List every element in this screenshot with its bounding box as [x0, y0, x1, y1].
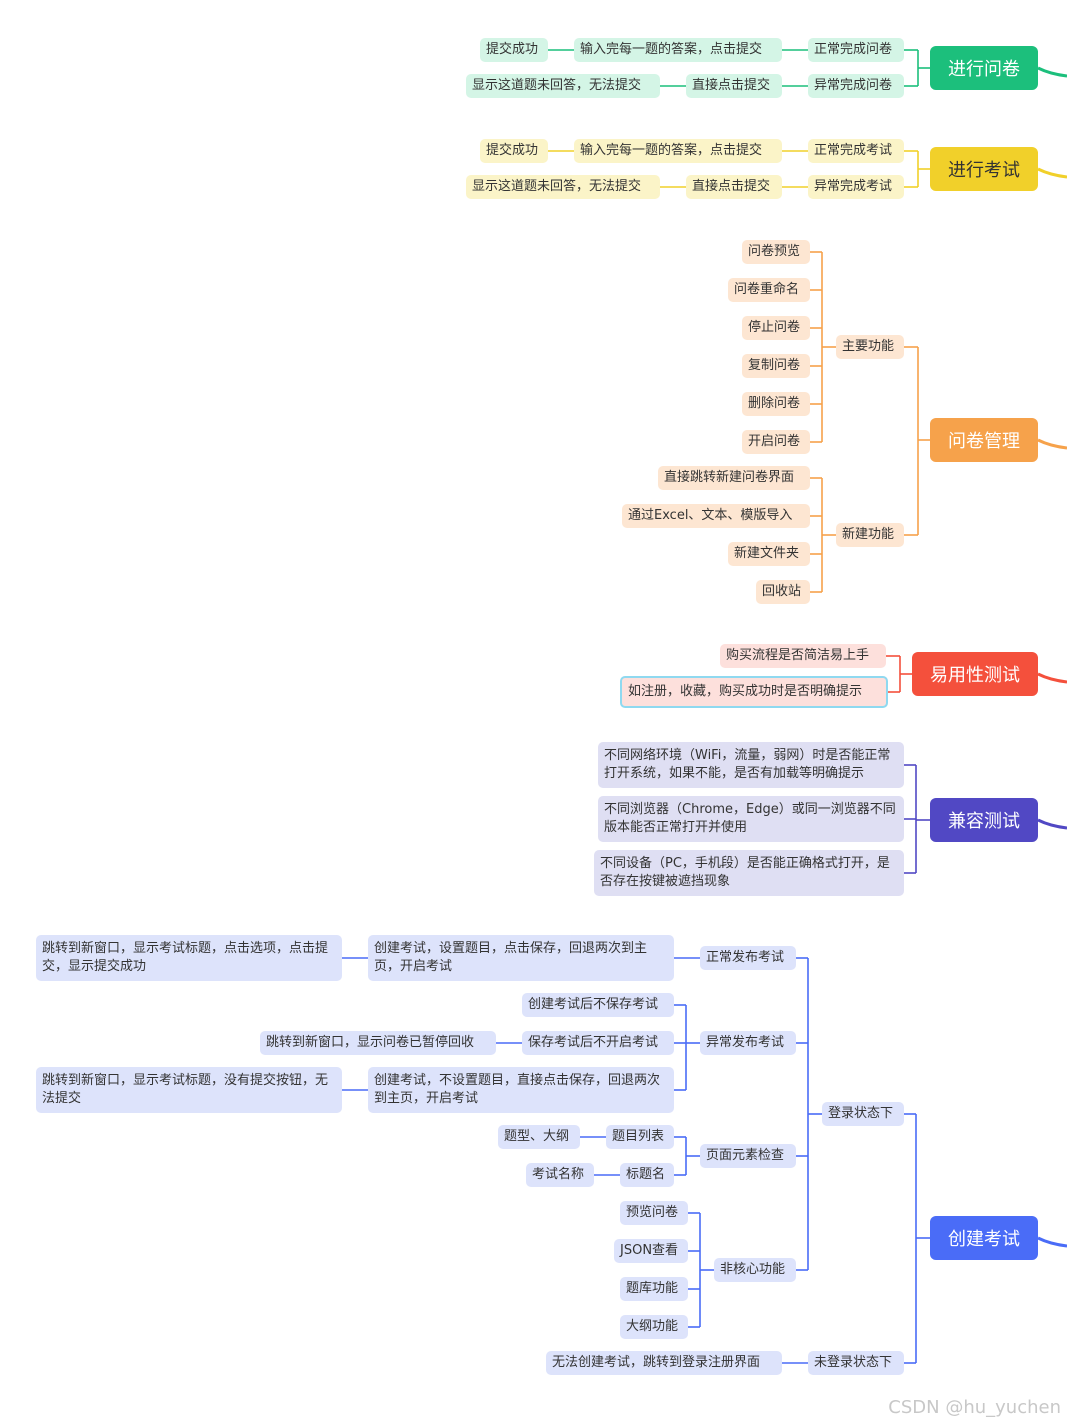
branch-tail — [1037, 1236, 1067, 1248]
node-e-normal-step[interactable]: 输入完每一题的答案，点击提交 — [574, 139, 782, 163]
main-item-1[interactable]: 问卷重命名 — [728, 278, 810, 302]
node-q-abnormal-result[interactable]: 显示这道题未回答，无法提交 — [466, 74, 660, 98]
new-item-1[interactable]: 通过Excel、文本、模版导入 — [622, 504, 810, 528]
new-item-0[interactable]: 直接跳转新建问卷界面 — [658, 466, 810, 490]
node-e-normal-result[interactable]: 提交成功 — [480, 139, 548, 163]
node-new-functions[interactable]: 新建功能 — [836, 523, 904, 547]
csdn-watermark: CSDN @hu_yuchen — [888, 1397, 1061, 1418]
branch-tail — [1037, 672, 1067, 684]
page-element-0[interactable]: 题目列表 — [606, 1125, 674, 1149]
branch-tail — [1037, 438, 1067, 450]
branch-tail — [1037, 66, 1067, 78]
node-normal-publish[interactable]: 正常发布考试 — [700, 946, 796, 970]
noncore-item-1[interactable]: JSON查看 — [614, 1239, 688, 1263]
noncore-item-3[interactable]: 大纲功能 — [620, 1315, 688, 1339]
node-q-normal-step[interactable]: 输入完每一题的答案，点击提交 — [574, 38, 782, 62]
noncore-item-2[interactable]: 题库功能 — [620, 1277, 688, 1301]
new-item-2[interactable]: 新建文件夹 — [728, 542, 810, 566]
usability-item-0[interactable]: 购买流程是否简洁易上手 — [720, 644, 886, 668]
node-q-normal-result[interactable]: 提交成功 — [480, 38, 548, 62]
root-compat[interactable]: 兼容测试 — [930, 798, 1038, 842]
normal-result[interactable]: 跳转到新窗口，显示考试标题，点击选项，点击提交，显示提交成功 — [36, 935, 342, 981]
abnormal-case-1[interactable]: 保存考试后不开启考试 — [522, 1031, 674, 1055]
noncore-item-0[interactable]: 预览问卷 — [620, 1201, 688, 1225]
node-q-normal[interactable]: 正常完成问卷 — [808, 38, 904, 62]
node-q-abnormal[interactable]: 异常完成问卷 — [808, 74, 904, 98]
compat-item-1[interactable]: 不同浏览器（Chrome，Edge）或同一浏览器不同版本能否正常打开并使用 — [598, 796, 904, 842]
abnormal-case-1-result[interactable]: 跳转到新窗口，显示问卷已暂停回收 — [260, 1031, 496, 1055]
node-e-normal[interactable]: 正常完成考试 — [808, 139, 904, 163]
abnormal-case-2-result[interactable]: 跳转到新窗口，显示考试标题，没有提交按钮，无法提交 — [36, 1067, 342, 1113]
abnormal-case-0[interactable]: 创建考试后不保存考试 — [522, 993, 674, 1017]
abnormal-case-2[interactable]: 创建考试，不设置题目，直接点击保存，回退两次到主页，开启考试 — [368, 1067, 674, 1113]
not-logged-in-result[interactable]: 无法创建考试，跳转到登录注册界面 — [546, 1351, 782, 1375]
root-manage[interactable]: 问卷管理 — [930, 418, 1038, 462]
root-questionnaire[interactable]: 进行问卷 — [930, 46, 1038, 90]
root-exam[interactable]: 进行考试 — [930, 147, 1038, 191]
node-logged-in[interactable]: 登录状态下 — [822, 1102, 904, 1126]
root-create-exam[interactable]: 创建考试 — [930, 1216, 1038, 1260]
node-main-functions[interactable]: 主要功能 — [836, 335, 904, 359]
compat-item-2[interactable]: 不同设备（PC，手机段）是否能正确格式打开，是否存在按键被遮挡现象 — [594, 850, 904, 896]
compat-item-0[interactable]: 不同网络环境（WiFi，流量，弱网）时是否能正常打开系统，如果不能，是否有加载等… — [598, 742, 904, 788]
new-item-3[interactable]: 回收站 — [756, 580, 810, 604]
normal-step[interactable]: 创建考试，设置题目，点击保存，回退两次到主页，开启考试 — [368, 935, 674, 981]
root-usability[interactable]: 易用性测试 — [912, 652, 1038, 696]
main-item-4[interactable]: 删除问卷 — [742, 392, 810, 416]
page-element-1-detail[interactable]: 考试名称 — [526, 1163, 594, 1187]
branch-tail — [1037, 818, 1067, 830]
main-item-2[interactable]: 停止问卷 — [742, 316, 810, 340]
node-not-logged-in[interactable]: 未登录状态下 — [808, 1351, 904, 1375]
page-element-0-detail[interactable]: 题型、大纲 — [498, 1125, 580, 1149]
main-item-5[interactable]: 开启问卷 — [742, 430, 810, 454]
page-element-1[interactable]: 标题名 — [620, 1163, 674, 1187]
node-page-elements[interactable]: 页面元素检查 — [700, 1144, 796, 1168]
node-e-abnormal-step[interactable]: 直接点击提交 — [686, 175, 782, 199]
node-e-abnormal[interactable]: 异常完成考试 — [808, 175, 904, 199]
node-noncore[interactable]: 非核心功能 — [714, 1258, 796, 1282]
main-item-3[interactable]: 复制问卷 — [742, 354, 810, 378]
usability-item-1[interactable]: 如注册，收藏，购买成功时是否明确提示 — [620, 676, 888, 708]
node-abnormal-publish[interactable]: 异常发布考试 — [700, 1031, 796, 1055]
node-q-abnormal-step[interactable]: 直接点击提交 — [686, 74, 782, 98]
main-item-0[interactable]: 问卷预览 — [742, 240, 810, 264]
branch-tail — [1037, 167, 1067, 179]
node-e-abnormal-result[interactable]: 显示这道题未回答，无法提交 — [466, 175, 660, 199]
